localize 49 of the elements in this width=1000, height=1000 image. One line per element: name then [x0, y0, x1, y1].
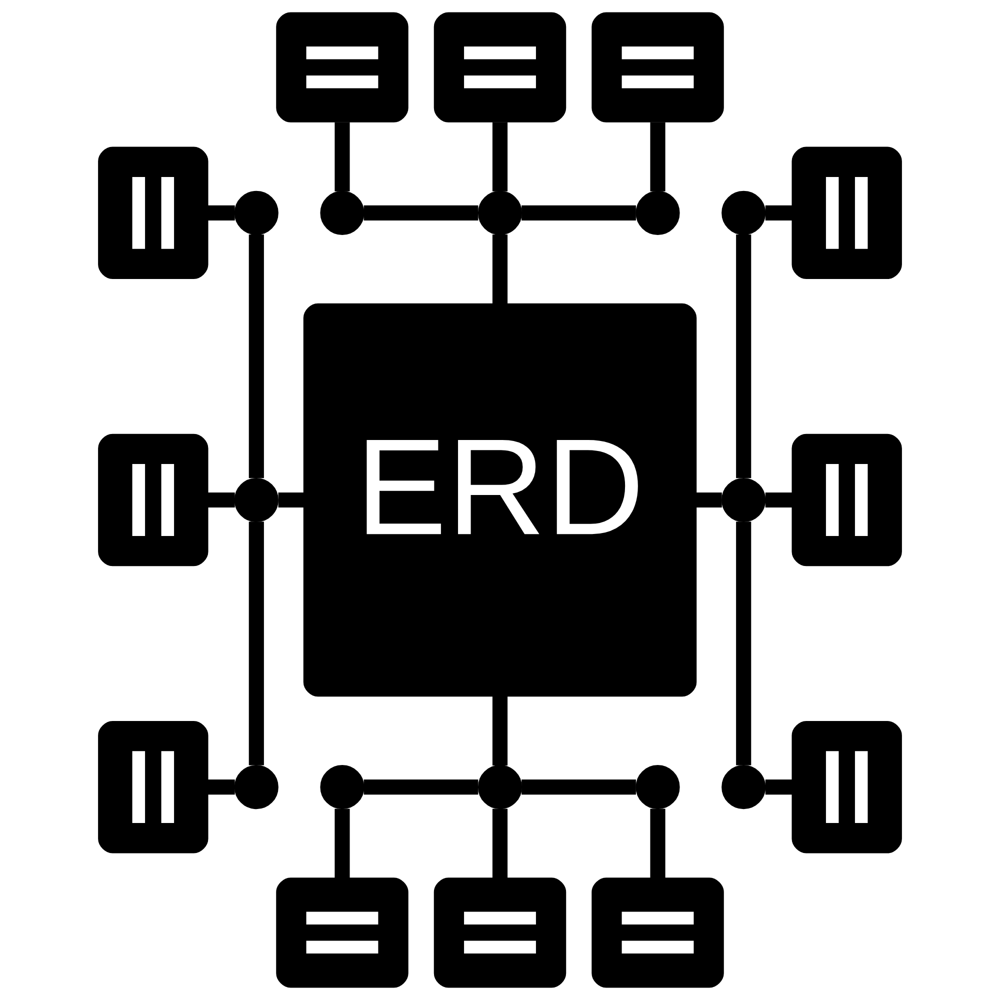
node-box: [592, 12, 724, 122]
connector: [650, 122, 666, 192]
connector: [248, 522, 264, 766]
connector: [765, 780, 792, 795]
node-circle: [234, 765, 278, 810]
node-circle: [636, 765, 680, 810]
node-box: [792, 146, 902, 280]
node-box: [592, 878, 724, 988]
connector: [492, 696, 508, 766]
connector: [522, 780, 636, 795]
connector: [208, 205, 235, 220]
connector: [650, 808, 666, 878]
node-circle: [234, 478, 278, 522]
node-box: [98, 146, 208, 280]
node-circle: [478, 190, 522, 235]
connector: [492, 808, 508, 878]
node-box: [276, 878, 408, 988]
connector: [208, 492, 235, 508]
connector: [522, 205, 636, 220]
connector: [364, 205, 478, 220]
connector: [248, 234, 264, 478]
connector: [364, 780, 478, 795]
node-circle: [722, 478, 766, 522]
node-box: [434, 878, 566, 988]
connector: [208, 780, 235, 795]
connector: [696, 492, 722, 508]
node-box: [434, 12, 566, 122]
node-box: [792, 720, 902, 854]
node-box: [98, 434, 208, 566]
node-circle: [722, 765, 766, 810]
node-box: [792, 434, 902, 566]
node-circle: [636, 190, 680, 235]
connector: [736, 522, 752, 766]
connector: [334, 122, 350, 192]
node-circle: [320, 765, 364, 810]
node-box: [98, 720, 208, 854]
connector: [492, 234, 508, 304]
connector: [334, 808, 350, 878]
connector: [765, 492, 792, 508]
connector: [492, 122, 508, 192]
node-box: ERD: [303, 303, 697, 697]
connector: [278, 492, 304, 508]
node-circle: [722, 190, 766, 235]
connector: [736, 234, 752, 478]
node-box: [276, 12, 408, 122]
node-circle: [320, 190, 364, 235]
node-circle: [478, 765, 522, 810]
node-circle: [234, 190, 278, 235]
connector: [765, 205, 792, 220]
